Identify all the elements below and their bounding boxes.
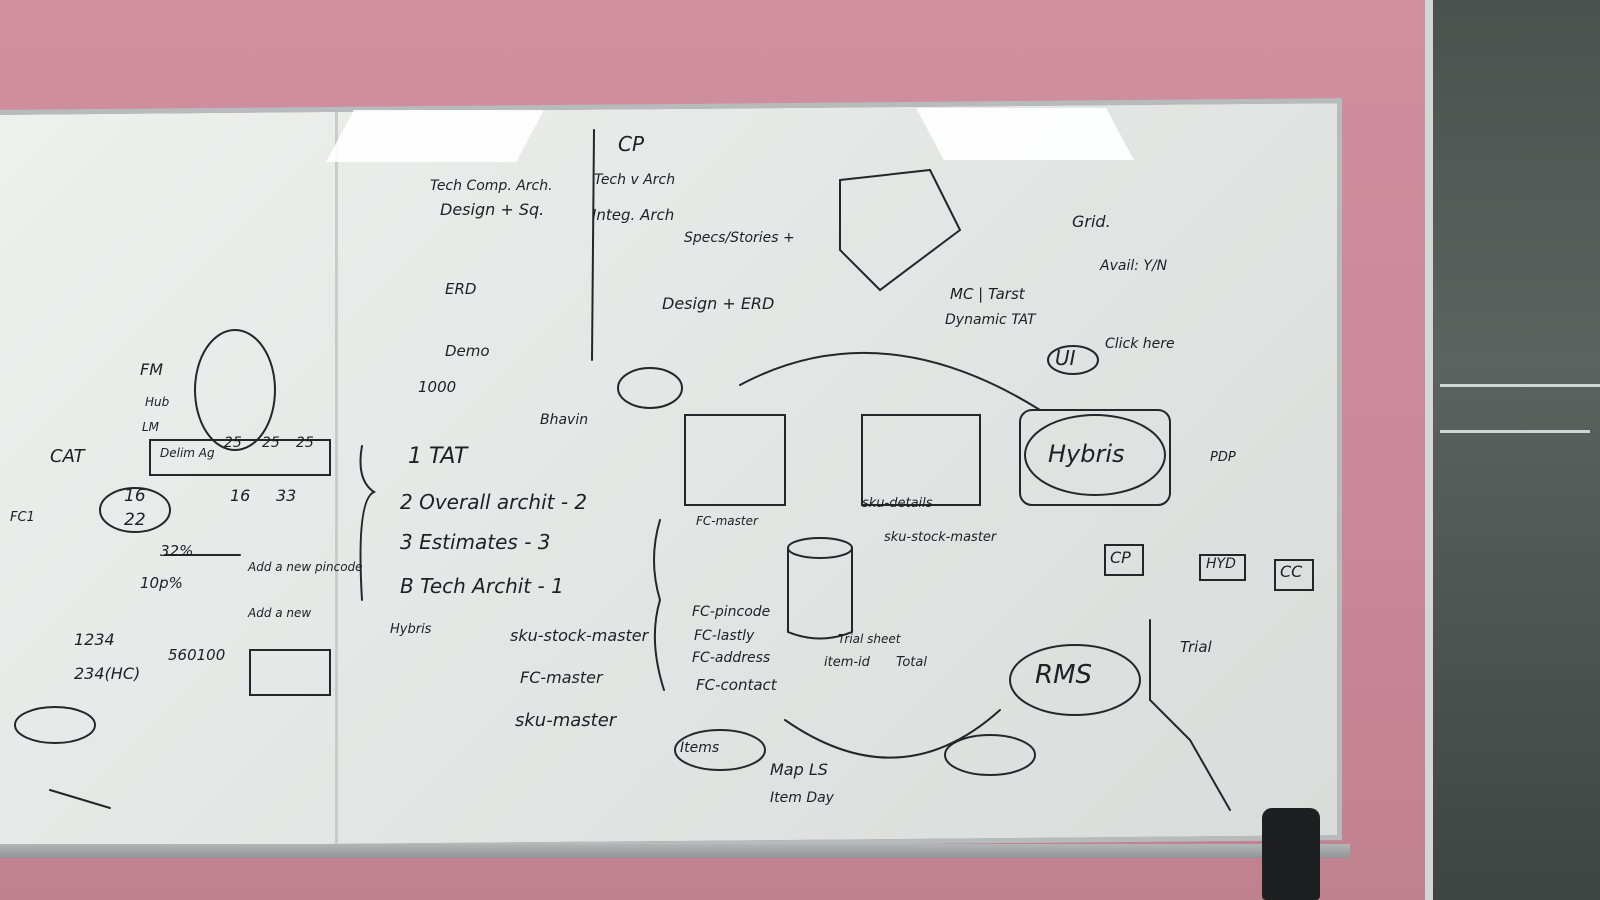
fc-item: FC-address	[692, 650, 771, 666]
list-num: 1	[408, 444, 422, 469]
eraser	[1262, 808, 1320, 900]
note: 16	[230, 486, 251, 505]
note: Design + Sq.	[440, 200, 545, 219]
note: Map LS	[770, 760, 828, 779]
hyd-box-label: HYD	[1206, 556, 1236, 572]
list-item-1: 1 TAT	[408, 444, 467, 469]
note: Hub	[145, 395, 170, 409]
table-item: sku-stock-master	[510, 626, 649, 645]
list-num: B	[400, 574, 414, 598]
note: Design + ERD	[662, 294, 775, 313]
note: 10p%	[140, 574, 183, 592]
note: 25	[224, 435, 242, 451]
note: Dynamic TAT	[945, 312, 1036, 328]
list-text: Estimates - 3	[419, 530, 551, 554]
note: 16	[124, 486, 146, 506]
sku-details-label: sku-details	[862, 496, 933, 511]
note: 22	[124, 510, 146, 530]
note: item-id	[824, 655, 870, 670]
list-item-4: B Tech Archit - 1	[400, 574, 564, 598]
hybris-label: Hybris	[1048, 440, 1125, 468]
note: FM	[140, 360, 164, 379]
list-text: TAT	[429, 444, 468, 469]
fc-item: FC-master	[696, 514, 758, 528]
trial-label: Trial	[1180, 638, 1212, 656]
note: 25	[262, 435, 280, 451]
glass-partition	[1425, 0, 1600, 900]
glass-reflection-line	[1440, 430, 1590, 433]
pdp-label: PDP	[1210, 450, 1236, 465]
note: Demo	[445, 342, 490, 360]
table-item: sku-master	[515, 710, 617, 731]
rms-label: RMS	[1035, 660, 1093, 690]
note: 1234	[74, 630, 115, 649]
glass-frame	[1425, 0, 1433, 900]
note: Items	[680, 740, 720, 756]
note: Hybris	[390, 622, 432, 637]
cp-box-label: CP	[1110, 548, 1131, 567]
note: 33	[276, 486, 297, 505]
fc-item: FC-contact	[696, 676, 777, 694]
bhavin-label: Bhavin	[540, 412, 589, 428]
fc-item: FC-lastly	[694, 628, 755, 644]
note: Tech Comp. Arch.	[430, 178, 553, 194]
note: MC | Tarst	[950, 285, 1025, 303]
list-num: 2	[400, 490, 413, 514]
note: Tech v Arch	[594, 172, 676, 188]
note: Click here	[1105, 336, 1175, 352]
marker-tray	[0, 844, 1350, 858]
note: Add a new	[248, 606, 312, 620]
ui-label: UI	[1055, 346, 1076, 370]
note: Grid.	[1072, 212, 1111, 231]
note: 1000	[418, 378, 457, 396]
note: Avail: Y/N	[1100, 258, 1168, 274]
list-num: 3	[400, 530, 413, 554]
list-text: Overall archit - 2	[419, 490, 588, 514]
note: 234(HC)	[74, 664, 141, 683]
note: Add a new pincode	[248, 560, 363, 574]
note: 32%	[160, 542, 194, 560]
cp-header: CP	[618, 132, 645, 156]
list-item-3: 3 Estimates - 3	[400, 530, 551, 554]
sku-stock-master-label: sku-stock-master	[884, 530, 997, 545]
table-item: FC-master	[520, 668, 603, 687]
glass-reflection-line	[1440, 384, 1600, 387]
note: 560100	[168, 646, 226, 664]
list-item-2: 2 Overall archit - 2	[400, 490, 587, 514]
fc-item: FC-pincode	[692, 604, 771, 620]
cc-box-label: CC	[1280, 562, 1303, 581]
note: Delim Ag	[160, 446, 215, 460]
note: ERD	[445, 280, 477, 298]
note: Integ. Arch	[592, 206, 675, 224]
note: Total	[896, 655, 927, 670]
note: Trial sheet	[838, 632, 901, 646]
note: Item Day	[770, 790, 834, 806]
note: 25	[296, 435, 314, 451]
note: LM	[142, 420, 160, 434]
list-text: Tech Archit - 1	[420, 574, 564, 598]
note: Specs/Stories +	[684, 230, 795, 246]
note: CAT	[50, 446, 85, 467]
note: FC1	[10, 510, 35, 525]
